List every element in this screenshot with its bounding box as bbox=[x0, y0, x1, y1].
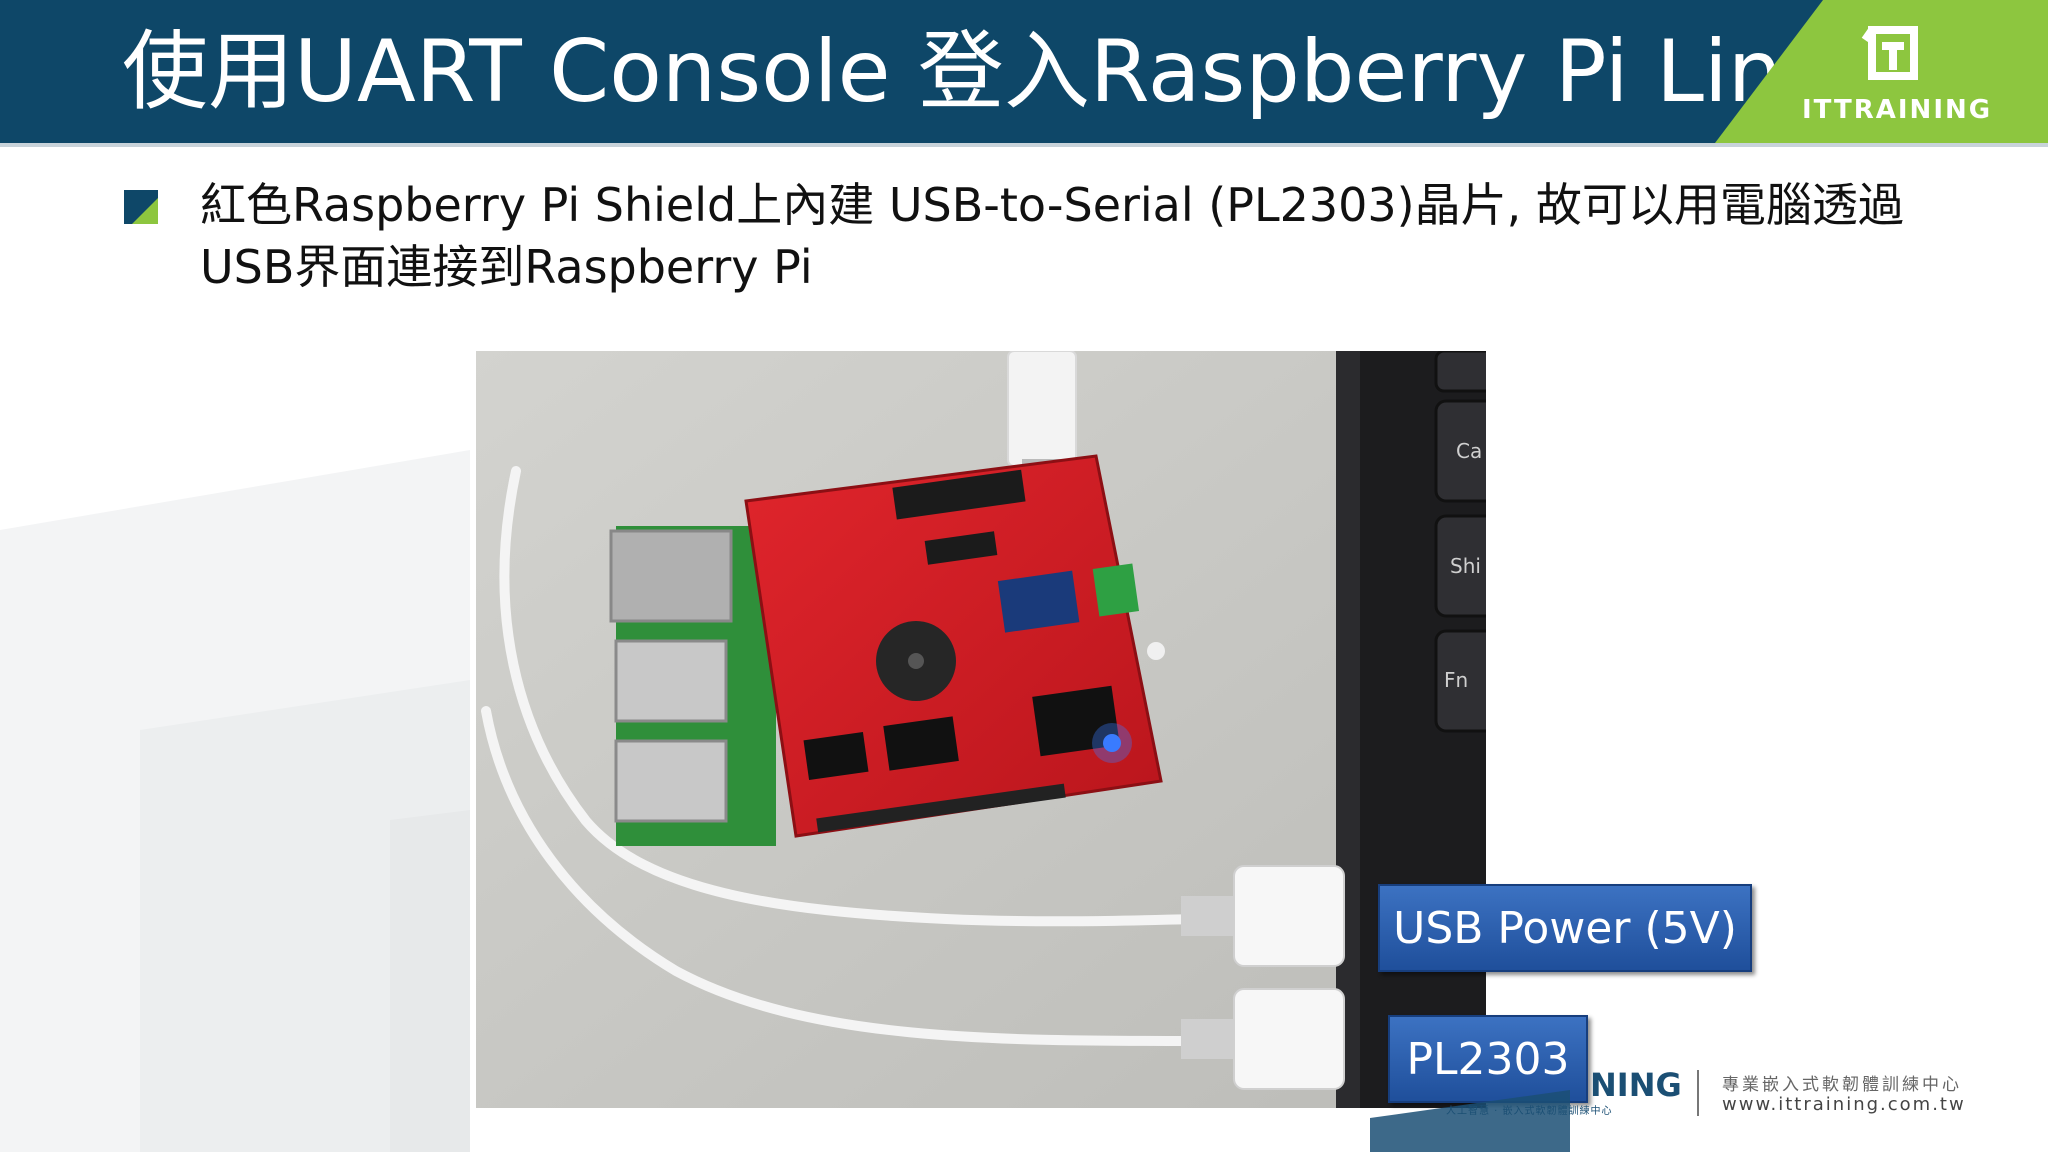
bullet-text-line1: 紅色Raspberry Pi Shield上內建 USB-to-Serial (… bbox=[200, 178, 1904, 232]
slide-title: 使用UART Console 登入Raspberry Pi Linux bbox=[122, 22, 1888, 122]
title-bar: 使用UART Console 登入Raspberry Pi Linux bbox=[0, 0, 2048, 147]
footer-url: www.ittraining.com.tw bbox=[1722, 1094, 1966, 1115]
bullet-text: 紅色Raspberry Pi Shield上內建 USB-to-Serial (… bbox=[200, 174, 1920, 298]
shield-components bbox=[803, 469, 1165, 833]
footer-chinese-text: 專業嵌入式軟韌體訓練中心 bbox=[1722, 1075, 1962, 1095]
footer-brand-text: NING bbox=[1590, 1066, 1682, 1104]
logo-text: ITTRAINING bbox=[1802, 95, 1993, 125]
key-label-shi: Shi bbox=[1450, 554, 1481, 578]
key-label-ca: Ca bbox=[1456, 439, 1482, 463]
usb-plugs bbox=[1181, 865, 1345, 1090]
keyboard-keys bbox=[1434, 351, 1486, 733]
pl2303-callout: PL2303 bbox=[1388, 1015, 1588, 1103]
logo-mark-icon bbox=[1861, 26, 1918, 80]
ittraining-logo bbox=[1715, 0, 2048, 143]
key-label-fn: Fn bbox=[1444, 668, 1468, 692]
bullet-icon bbox=[124, 190, 158, 224]
footer-subtitle: 人工智慧 · 嵌入式軟韌體訓練中心 bbox=[1446, 1106, 1613, 1117]
footer-logo bbox=[1370, 1070, 1699, 1152]
usb-power-callout: USB Power (5V) bbox=[1378, 884, 1752, 972]
bullet-text-line2: USB界面連接到Raspberry Pi bbox=[200, 240, 813, 294]
background-watermark bbox=[0, 450, 470, 1152]
raspberry-pi-photo: Ca Shi Fn bbox=[476, 351, 1486, 1108]
